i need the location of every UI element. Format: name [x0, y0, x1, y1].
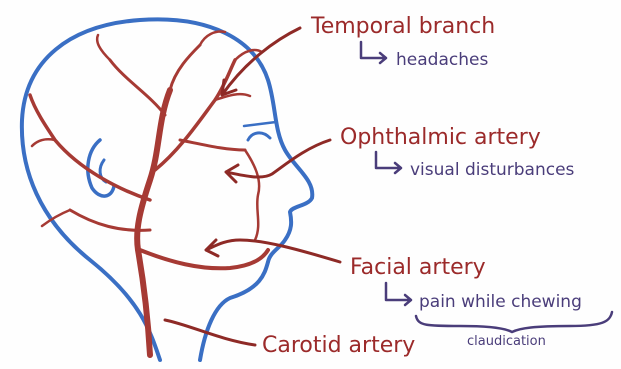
facial-artery-label: Facial artery [350, 255, 486, 280]
claudication-bracket [416, 312, 612, 332]
temporal-note-label: headaches [396, 50, 488, 70]
note-arrows [361, 42, 612, 332]
temporal-note-arrow [361, 42, 386, 63]
ophthalmic-note-label: visual disturbances [410, 160, 575, 180]
ophthalmic-artery-label: Ophthalmic artery [340, 125, 541, 150]
ophthalmic-note-arrow [376, 152, 401, 173]
head-outline [22, 19, 312, 360]
facial-artery-branch [140, 250, 268, 268]
pointer-arrows [165, 28, 340, 345]
carotid-artery-label: Carotid artery [262, 333, 415, 358]
temporal-branch-label: Temporal branch [310, 14, 495, 39]
ophthalmic-pointer [226, 140, 330, 182]
claudication-label: claudication [467, 334, 546, 349]
facial-note-arrow [386, 283, 411, 305]
facial-note-label: pain while chewing [419, 292, 582, 312]
